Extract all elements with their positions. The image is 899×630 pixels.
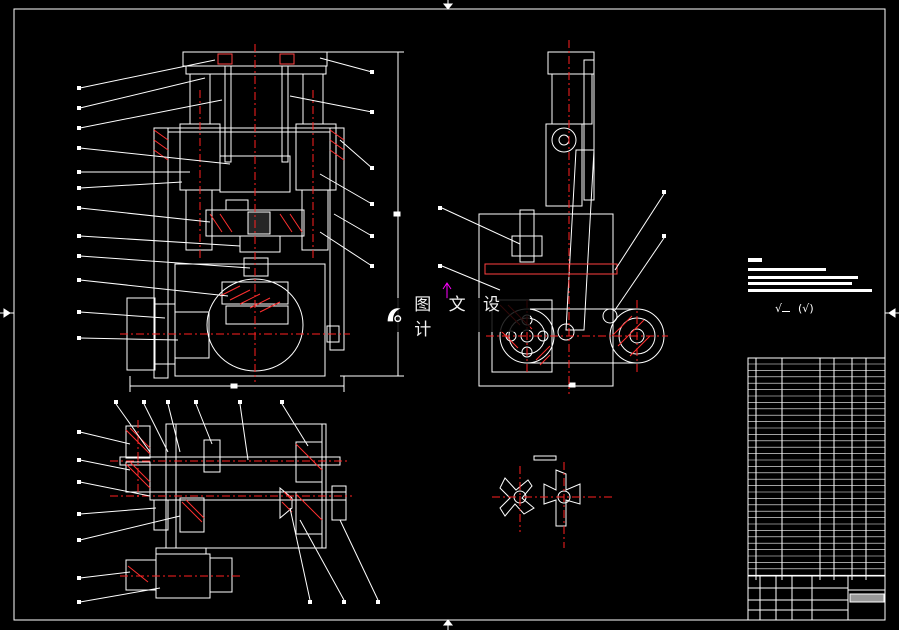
cursor-marker	[442, 282, 452, 299]
front-view-balloons	[77, 70, 374, 340]
top-view-centerlines	[110, 420, 352, 577]
watermark-badge: 图 文 设 计	[378, 295, 530, 340]
top-view-balloons	[77, 400, 380, 604]
top-view-hatching	[125, 427, 323, 583]
front-view	[126, 51, 404, 392]
logo-icon	[387, 308, 402, 323]
detail-centerlines	[492, 462, 612, 548]
front-view-centerlines	[120, 44, 350, 382]
technical-notes	[748, 258, 872, 292]
title-block	[748, 575, 885, 620]
check-mark-icon: √	[775, 302, 783, 315]
detail-view	[499, 455, 581, 527]
parts-list	[747, 357, 886, 621]
side-view-balloons	[438, 190, 666, 268]
roughness-symbol: √ (√)	[775, 302, 814, 315]
front-view-hatching	[153, 129, 345, 313]
watermark-text: 图 文 设 计	[414, 295, 506, 340]
roughness-text: (√)	[798, 302, 814, 315]
front-view-leaders	[79, 57, 373, 341]
side-view-centerlines	[486, 40, 668, 394]
parts-list-rows	[748, 363, 885, 576]
top-view-leaders	[79, 403, 379, 603]
top-view	[119, 423, 347, 599]
side-view-leaders	[441, 193, 665, 311]
